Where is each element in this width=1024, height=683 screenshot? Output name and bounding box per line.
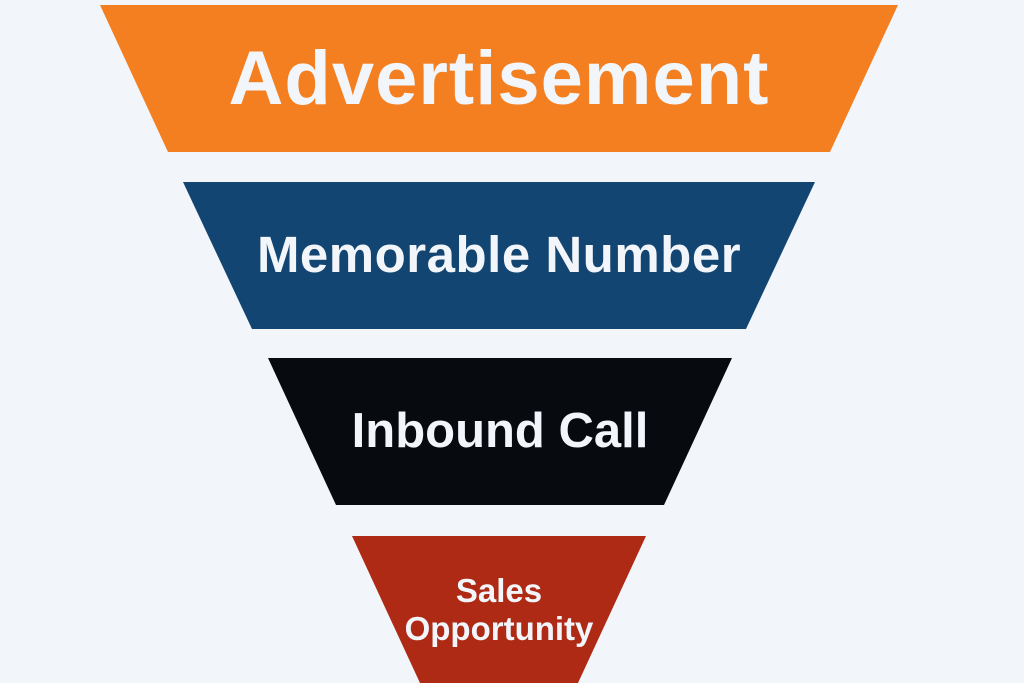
stage-label-line-1: Sales	[455, 571, 543, 609]
stage-label-inbound-call: Inbound Call	[351, 404, 649, 459]
funnel-stage-memorable-number	[183, 182, 815, 329]
stage-label-memorable-number: Memorable Number	[256, 226, 742, 284]
funnel-stage-sales-opportunity	[352, 536, 646, 683]
funnel-stage-inbound-call	[268, 358, 732, 505]
funnel-stage-advertisement	[100, 5, 898, 152]
stage-label-sales-opportunity: Sales Opportunity	[352, 536, 646, 683]
stage-label-advertisement: Advertisement	[228, 35, 770, 121]
stage-label-line-2: Opportunity	[404, 609, 594, 647]
